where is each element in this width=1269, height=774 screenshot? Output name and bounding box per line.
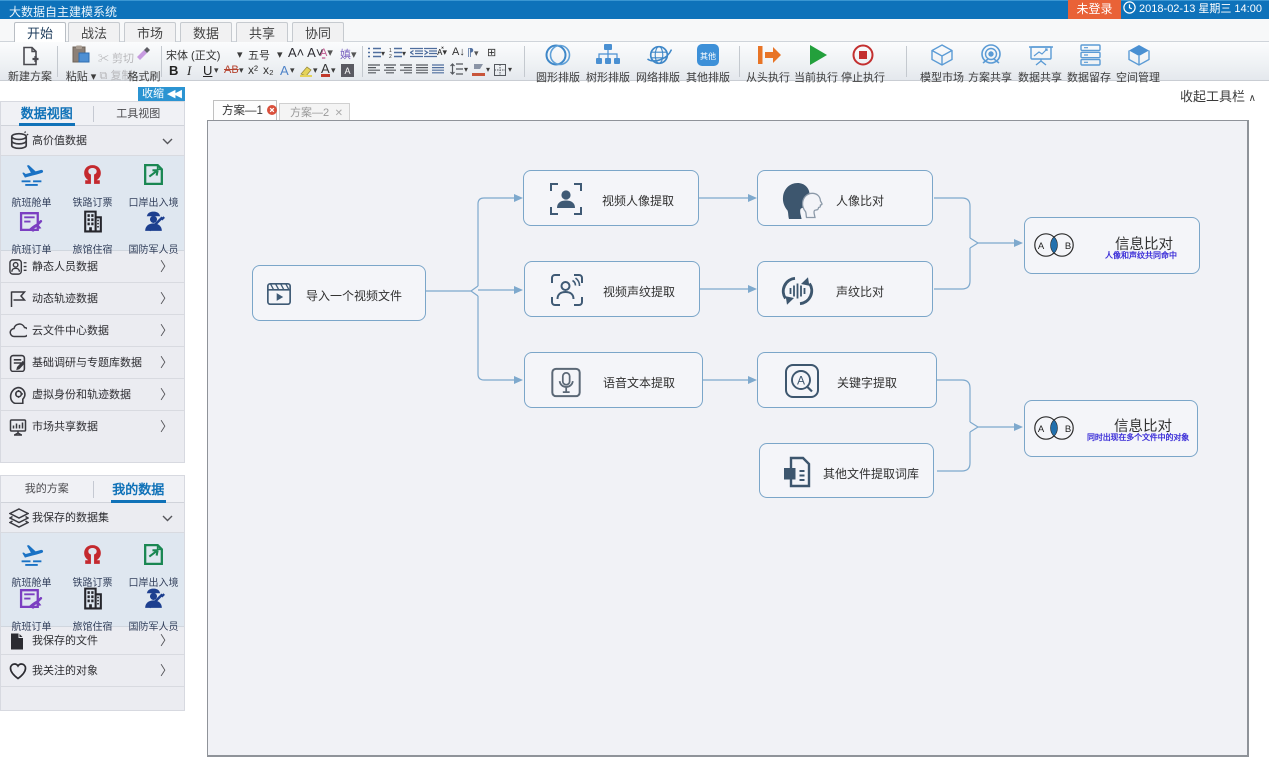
svg-text:A: A (344, 66, 350, 76)
svg-text:A: A (1038, 424, 1045, 435)
svg-text:2: 2 (389, 54, 392, 58)
svg-text:B: B (1065, 241, 1071, 252)
svg-text:B: B (1065, 424, 1071, 435)
svg-text:A: A (1038, 241, 1045, 252)
svg-text:A: A (797, 374, 805, 388)
svg-text:1: 1 (389, 48, 392, 54)
svg-text:其他: 其他 (700, 51, 716, 61)
